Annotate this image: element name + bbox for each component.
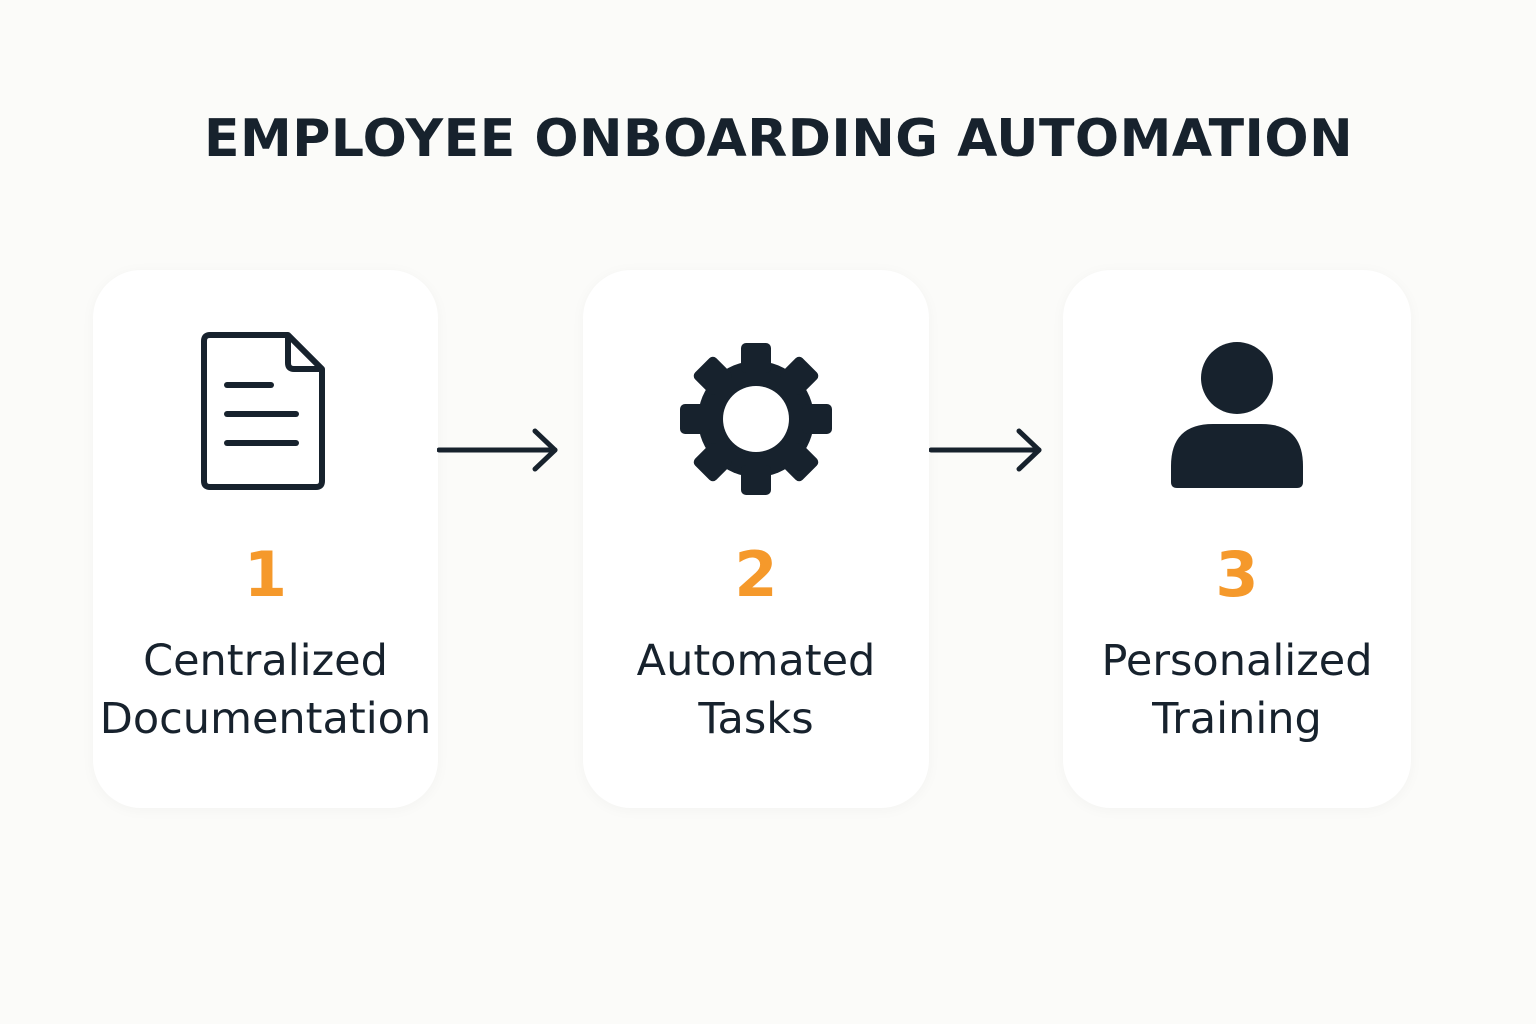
person-icon (1171, 342, 1303, 488)
step-card-3: 3 Personalized Training (1063, 270, 1411, 808)
step-card-2: 2 Automated Tasks (583, 270, 929, 808)
step-label-3: Personalized Training (1053, 632, 1421, 748)
step-number-1: 1 (243, 538, 288, 611)
step-label-2-line-1: Automated (636, 636, 876, 686)
step-number-2: 2 (734, 538, 778, 611)
step-label-2: Automated Tasks (573, 632, 939, 748)
step-label-1-line-2: Documentation (99, 694, 432, 744)
gear-icon (680, 343, 832, 495)
arrow-right-icon (437, 428, 558, 472)
arrow-right-icon (929, 428, 1042, 472)
step-label-3-line-2: Training (1152, 694, 1322, 744)
step-label-2-line-2: Tasks (698, 694, 814, 744)
step-number-3: 3 (1215, 538, 1259, 611)
step-card-1: 1 Centralized Documentation (93, 270, 438, 808)
step-label-1: Centralized Documentation (83, 632, 448, 748)
step-label-3-line-1: Personalized (1101, 636, 1373, 686)
diagram-title: EMPLOYEE ONBOARDING AUTOMATION (204, 109, 1354, 169)
step-label-1-line-1: Centralized (143, 636, 388, 686)
document-icon (200, 332, 325, 490)
